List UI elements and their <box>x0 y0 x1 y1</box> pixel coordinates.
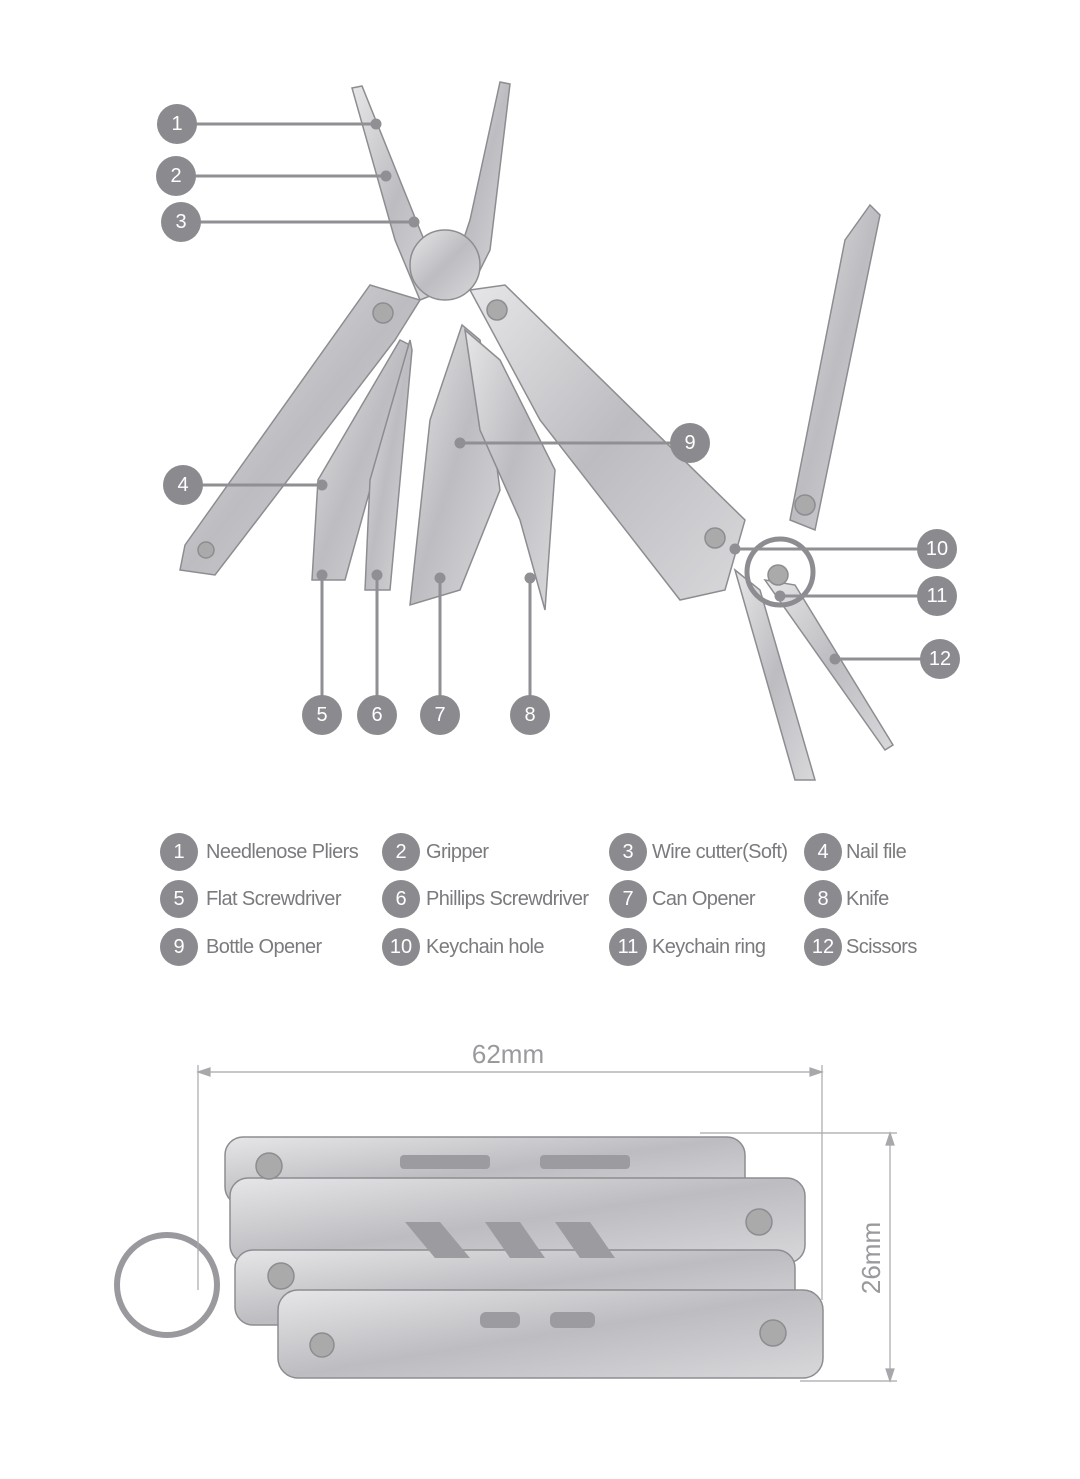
svg-text:11: 11 <box>618 936 639 958</box>
plier-pivot <box>409 229 481 301</box>
svg-text:Gripper: Gripper <box>426 841 489 863</box>
svg-text:Keychain ring: Keychain ring <box>652 936 765 958</box>
callout-badges: 1 2 3 4 5 6 7 8 9 10 11 12 <box>156 104 960 735</box>
svg-text:Keychain hole: Keychain hole <box>426 936 544 958</box>
callout-badge-10: 10 <box>917 529 957 569</box>
legend-item-5: 5 Flat Screwdriver <box>160 880 342 918</box>
height-dimension-label: 26mm <box>856 1222 886 1294</box>
legend-item-6: 6 Phillips Screwdriver <box>382 880 590 918</box>
svg-text:8: 8 <box>524 704 535 726</box>
svg-text:Flat Screwdriver: Flat Screwdriver <box>206 888 342 910</box>
svg-text:Can Opener: Can Opener <box>652 888 756 910</box>
callout-badge-5: 5 <box>302 695 342 735</box>
legend-item-3: 3 Wire cutter(Soft) <box>609 833 788 871</box>
svg-text:Bottle Opener: Bottle Opener <box>206 936 323 958</box>
callout-badge-8: 8 <box>510 695 550 735</box>
knife-blade <box>463 328 556 611</box>
svg-text:Phillips Screwdriver: Phillips Screwdriver <box>426 888 589 910</box>
scissors-blade-2 <box>763 578 895 752</box>
callout-badge-3: 3 <box>161 202 201 242</box>
svg-text:6: 6 <box>395 888 406 910</box>
svg-text:7: 7 <box>622 888 633 910</box>
svg-text:4: 4 <box>177 474 188 496</box>
callout-badge-2: 2 <box>156 156 196 196</box>
callout-badge-11: 11 <box>917 576 957 616</box>
svg-text:6: 6 <box>371 704 382 726</box>
svg-text:Needlenose Pliers: Needlenose Pliers <box>206 841 359 863</box>
callout-badge-9: 9 <box>670 423 710 463</box>
callout-lines <box>176 118 940 715</box>
keychain-ring-folded <box>114 1232 220 1338</box>
svg-text:Scissors: Scissors <box>846 936 917 958</box>
svg-text:8: 8 <box>817 888 828 910</box>
svg-text:10: 10 <box>390 936 412 958</box>
open-multitool-illustration <box>179 81 895 781</box>
svg-text:2: 2 <box>170 165 181 187</box>
legend-item-4: 4 Nail file <box>804 833 907 871</box>
svg-text:12: 12 <box>812 936 834 958</box>
legend: 1 Needlenose Pliers 2 Gripper 3 Wire cutter… <box>160 833 918 966</box>
svg-text:9: 9 <box>173 936 184 958</box>
svg-text:1: 1 <box>171 113 182 135</box>
svg-text:9: 9 <box>684 432 695 454</box>
dimension-lines <box>196 1065 897 1383</box>
width-dimension-label: 62mm <box>472 1039 544 1069</box>
svg-text:3: 3 <box>622 841 633 863</box>
legend-item-12: 12 Scissors <box>804 928 918 966</box>
svg-text:Knife: Knife <box>846 888 889 910</box>
handle-left <box>179 284 422 576</box>
legend-item-2: 2 Gripper <box>382 833 490 871</box>
legend-item-8: 8 Knife <box>804 880 890 918</box>
scissors-arm <box>789 203 881 532</box>
keychain-ring <box>744 536 816 608</box>
svg-text:2: 2 <box>395 841 406 863</box>
callout-badge-6: 6 <box>357 695 397 735</box>
scissors-blade-1 <box>733 567 816 781</box>
folded-multitool-illustration <box>114 1136 824 1379</box>
svg-text:Wire cutter(Soft): Wire cutter(Soft) <box>652 841 787 863</box>
svg-text:Nail file: Nail file <box>846 841 907 863</box>
svg-text:5: 5 <box>316 704 327 726</box>
legend-item-9: 9 Bottle Opener <box>160 928 323 966</box>
callout-badge-7: 7 <box>420 695 460 735</box>
callout-badge-4: 4 <box>163 465 203 505</box>
svg-text:7: 7 <box>434 704 445 726</box>
svg-text:10: 10 <box>926 538 948 560</box>
callout-badge-1: 1 <box>157 104 197 144</box>
svg-text:5: 5 <box>173 888 184 910</box>
svg-text:3: 3 <box>175 211 186 233</box>
legend-item-10: 10 Keychain hole <box>382 928 545 966</box>
svg-text:1: 1 <box>173 841 184 863</box>
legend-item-11: 11 Keychain ring <box>609 928 766 966</box>
legend-item-1: 1 Needlenose Pliers <box>160 833 359 871</box>
svg-text:11: 11 <box>927 585 948 607</box>
svg-text:12: 12 <box>929 648 951 670</box>
svg-text:4: 4 <box>817 841 828 863</box>
callout-badge-12: 12 <box>920 639 960 679</box>
legend-item-7: 7 Can Opener <box>609 880 756 918</box>
